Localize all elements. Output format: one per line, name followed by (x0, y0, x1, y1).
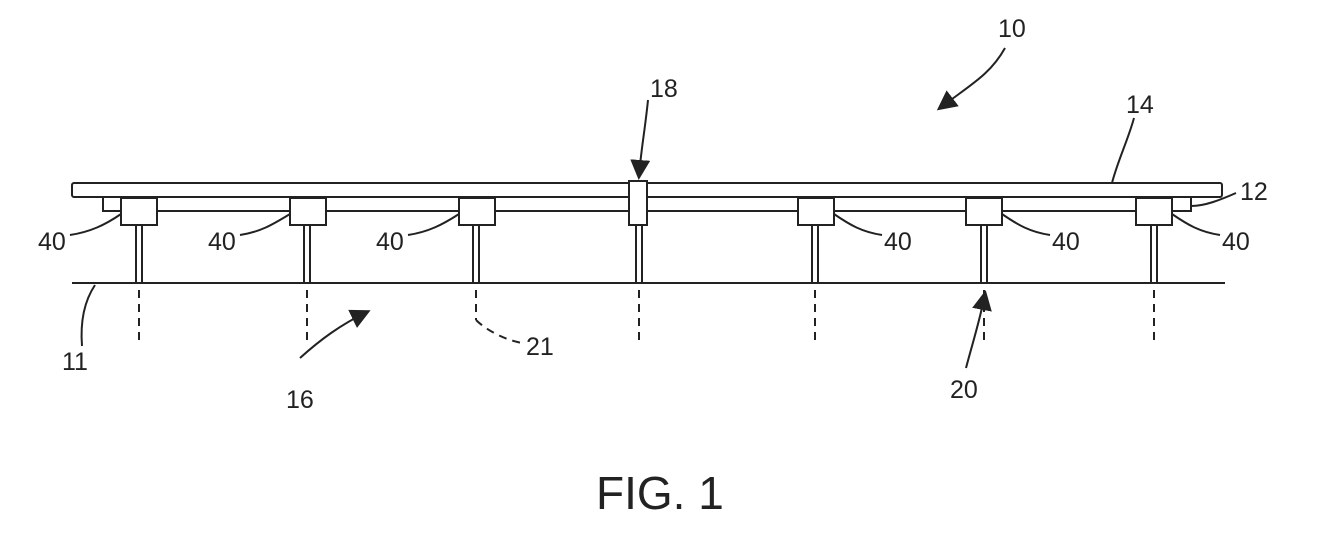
post-assembly-7 (1136, 198, 1172, 342)
arrow-16 (300, 312, 367, 358)
bracket-40 (121, 198, 157, 225)
center-bracket-18 (629, 181, 647, 225)
label-40: 40 (1052, 228, 1080, 256)
arrow-20 (966, 294, 985, 368)
label-18: 18 (650, 75, 678, 103)
post-assembly-5 (798, 198, 834, 342)
leader-14 (1112, 118, 1134, 183)
bracket-40 (290, 198, 326, 225)
leader-11 (82, 285, 95, 346)
label-14: 14 (1126, 91, 1154, 119)
label-40: 40 (884, 228, 912, 256)
leader-21 (476, 320, 522, 343)
post-assembly-center (629, 181, 647, 342)
arrow-10 (940, 48, 1005, 108)
label-40: 40 (1222, 228, 1250, 256)
label-40: 40 (38, 228, 66, 256)
post-assembly-1 (121, 198, 157, 342)
label-40: 40 (376, 228, 404, 256)
label-40: 40 (208, 228, 236, 256)
label-12: 12 (1240, 178, 1268, 206)
bracket-40 (1136, 198, 1172, 225)
figure-caption: FIG. 1 (596, 467, 724, 519)
label-21: 21 (526, 333, 554, 361)
post-assembly-2 (290, 198, 326, 342)
bracket-40 (966, 198, 1002, 225)
label-10: 10 (998, 15, 1026, 43)
label-16: 16 (286, 386, 314, 414)
label-20: 20 (950, 376, 978, 404)
post-assembly-3 (459, 198, 495, 320)
label-11: 11 (62, 348, 88, 376)
bracket-40 (798, 198, 834, 225)
arrow-18 (639, 100, 648, 176)
bracket-40 (459, 198, 495, 225)
post-assembly-6 (966, 198, 1002, 342)
